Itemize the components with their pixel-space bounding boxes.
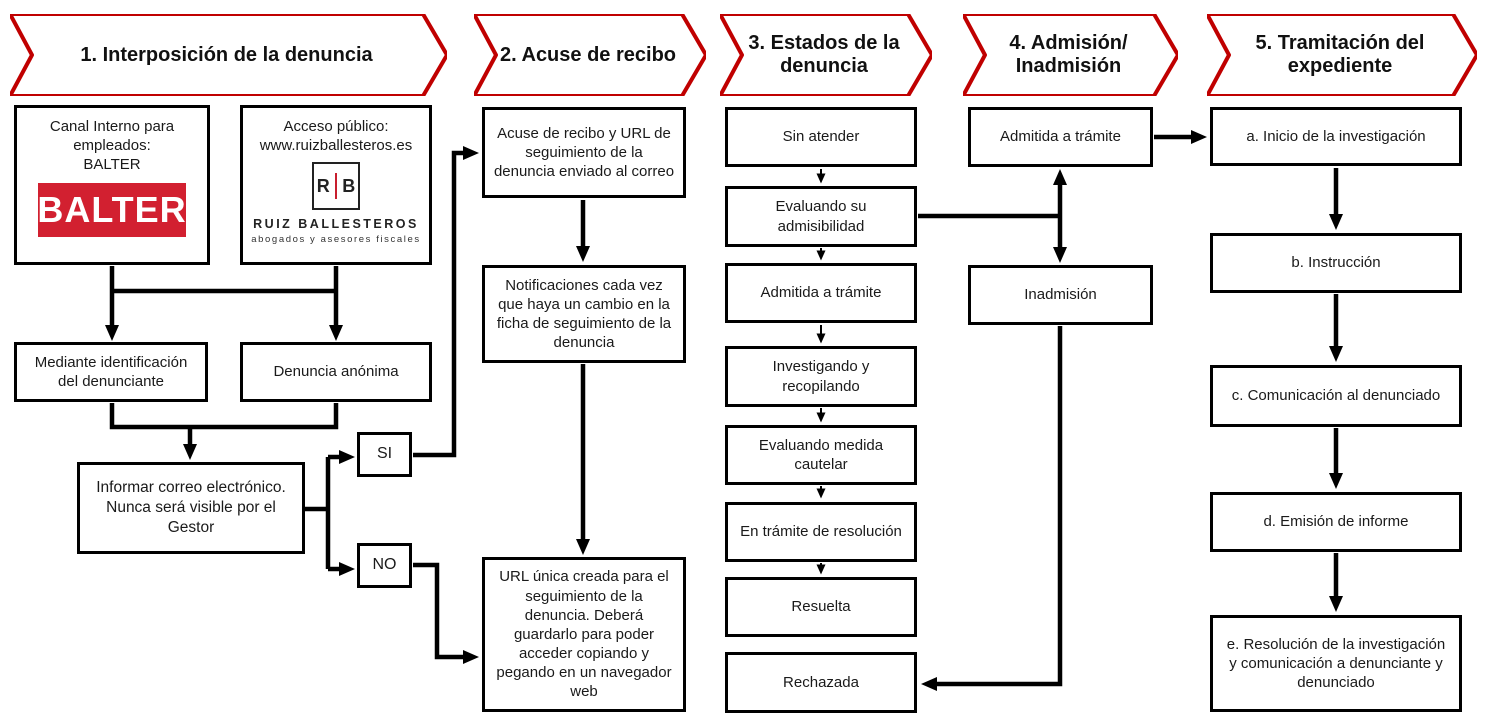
box-estado-resuelta: Resuelta (725, 577, 917, 637)
box-tramitacion-comunicacion: c. Comunicación al denunciado (1210, 365, 1462, 427)
header-admision: 4. Admisión/ Inadmisión (963, 14, 1178, 96)
box-estado-sin-atender: Sin atender (725, 107, 917, 167)
box-notificaciones: Notificaciones cada vez que haya un camb… (482, 265, 686, 363)
balter-logo: BALTER (37, 182, 186, 237)
box-no: NO (357, 543, 412, 588)
box-url-unica: URL única creada para el seguimiento de … (482, 557, 686, 712)
header-label: 1. Interposición de la denuncia (80, 43, 373, 66)
box-estado-admitida-tramite: Admitida a trámite (725, 263, 917, 323)
thick-flow-arrows (105, 130, 1343, 691)
box-text: BALTER (83, 156, 141, 174)
box-text: Acceso público: www.ruizballesteros.es (259, 118, 413, 155)
chevron-banner-icon (10, 14, 447, 96)
box-inadmision: Inadmisión (968, 265, 1153, 325)
box-tramitacion-instruccion: b. Instrucción (1210, 233, 1462, 293)
chevron-banner-icon (474, 14, 706, 96)
header-acuse: 2. Acuse de recibo (474, 14, 706, 96)
chevron-banner-icon (1207, 14, 1477, 96)
header-tramitacion: 5. Tramitación del expediente (1207, 14, 1477, 96)
box-mediante-identificacion: Mediante identificación del denunciante (14, 342, 208, 402)
rb-logo: R B (312, 162, 360, 211)
chevron-banner-icon (720, 14, 932, 96)
box-denuncia-anonima: Denuncia anónima (240, 342, 432, 402)
box-canal-interno: Canal Interno para empleados: BALTER BAL… (14, 105, 210, 265)
box-estado-rechazada: Rechazada (725, 652, 917, 713)
box-estado-medida-cautelar: Evaluando medida cautelar (725, 425, 917, 485)
box-estado-investigando: Investigando y recopilando (725, 346, 917, 407)
box-tramitacion-inicio: a. Inicio de la investigación (1210, 107, 1462, 166)
header-label: 2. Acuse de recibo (500, 43, 676, 66)
box-tramitacion-resolucion: e. Resolución de la investigación y comu… (1210, 615, 1462, 712)
box-acuse-recibo: Acuse de recibo y URL de seguimiento de … (482, 107, 686, 198)
rb-logo-b: B (342, 175, 356, 196)
header-interposicion: 1. Interposición de la denuncia (10, 14, 447, 96)
box-text: Canal Interno para empleados: (49, 118, 175, 155)
header-estados: 3. Estados de la denuncia (720, 14, 932, 96)
box-admitida-tramite: Admitida a trámite (968, 107, 1153, 167)
chevron-banner-icon (963, 14, 1178, 96)
rb-logo-name: RUIZ BALLESTEROS (253, 217, 419, 232)
rb-logo-r: R (316, 175, 330, 196)
box-informar-correo: Informar correo electrónico. Nunca será … (77, 462, 305, 554)
header-label: 5. Tramitación del expediente (1255, 32, 1425, 77)
box-estado-evaluando-admisibilidad: Evaluando su admisibilidad (725, 186, 917, 247)
rb-logo-divider (334, 173, 338, 200)
box-estado-tramite-resolucion: En trámite de resolución (725, 502, 917, 562)
header-label: 3. Estados de la denuncia (748, 32, 900, 77)
header-label: 4. Admisión/ Inadmisión (1009, 32, 1128, 77)
box-acceso-publico: Acceso público: www.ruizballesteros.es R… (240, 105, 432, 265)
rb-logo-tagline: abogados y asesores fiscales (251, 234, 421, 246)
box-tramitacion-informe: d. Emisión de informe (1210, 492, 1462, 552)
box-si: SI (357, 432, 412, 477)
